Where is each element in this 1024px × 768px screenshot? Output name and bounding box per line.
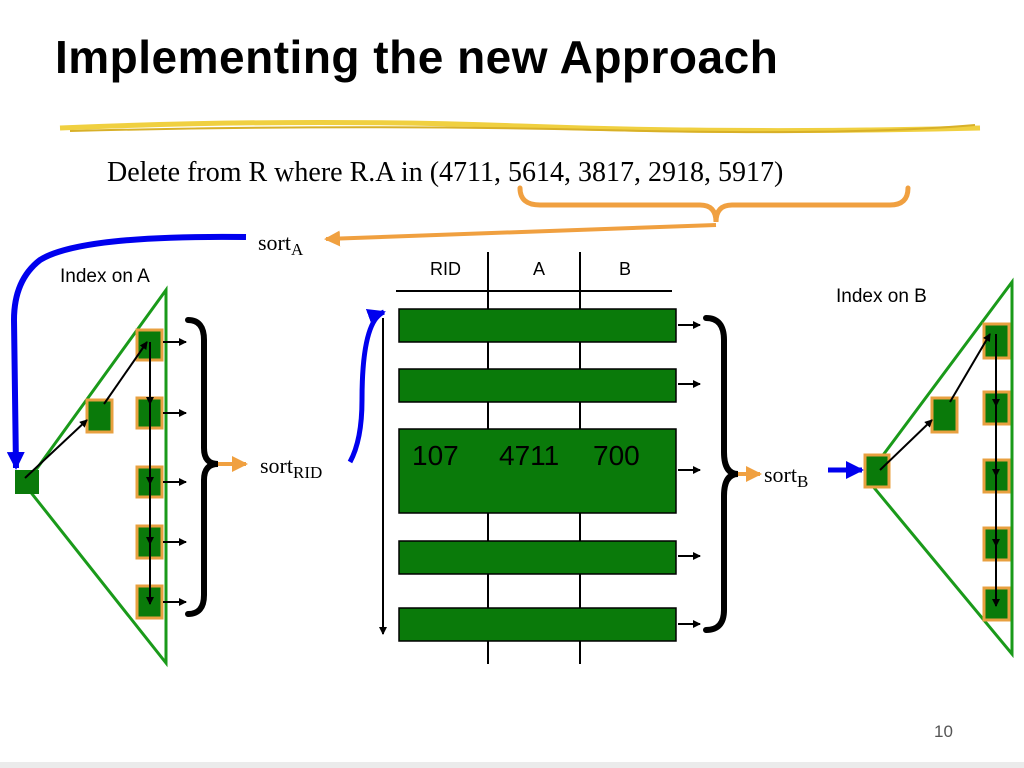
sort-a-to-index-a-arrow [6, 233, 247, 470]
table-row [398, 540, 677, 575]
table-row [398, 607, 677, 642]
column-header-rid: RID [430, 259, 461, 279]
table-brace [703, 315, 739, 633]
column-header-a: A [533, 259, 546, 279]
index-a-tree [15, 285, 187, 668]
page-number: 10 [934, 722, 953, 741]
index-b-triangle [864, 277, 1014, 659]
index-b-tree [863, 277, 1014, 659]
sort-a-label: sortA [258, 230, 304, 259]
sort-b-label: sortB [764, 462, 809, 491]
slide-title: Implementing the new Approach [55, 31, 779, 83]
delete-query: Delete from R where R.A in (4711, 5614, … [107, 157, 784, 188]
index-a-triangle [23, 285, 168, 668]
index-a-label: Index on A [60, 266, 150, 287]
footer-band [0, 762, 1024, 768]
index-b-root-node [863, 453, 891, 489]
relation-table [379, 252, 701, 664]
highlighted-b-value: 700 [593, 440, 640, 471]
query-brace [517, 185, 911, 223]
index-a-root-node [15, 470, 39, 494]
sort-rid-label: sortRID [260, 453, 323, 482]
index-b-inner-node [930, 396, 959, 434]
table-row [398, 368, 677, 403]
table-row-highlighted [398, 428, 677, 514]
column-header-b: B [619, 259, 632, 279]
sort-rid-to-table-arrow [347, 309, 386, 464]
index-a-inner-node [85, 398, 114, 434]
table-row [398, 308, 677, 343]
index-b-label: Index on B [836, 286, 927, 307]
brace-to-sort-a-arrow [324, 223, 717, 247]
index-a-brace [185, 317, 219, 617]
highlighted-rid-value: 107 [412, 440, 459, 471]
highlighted-a-value: 4711 [499, 440, 560, 471]
